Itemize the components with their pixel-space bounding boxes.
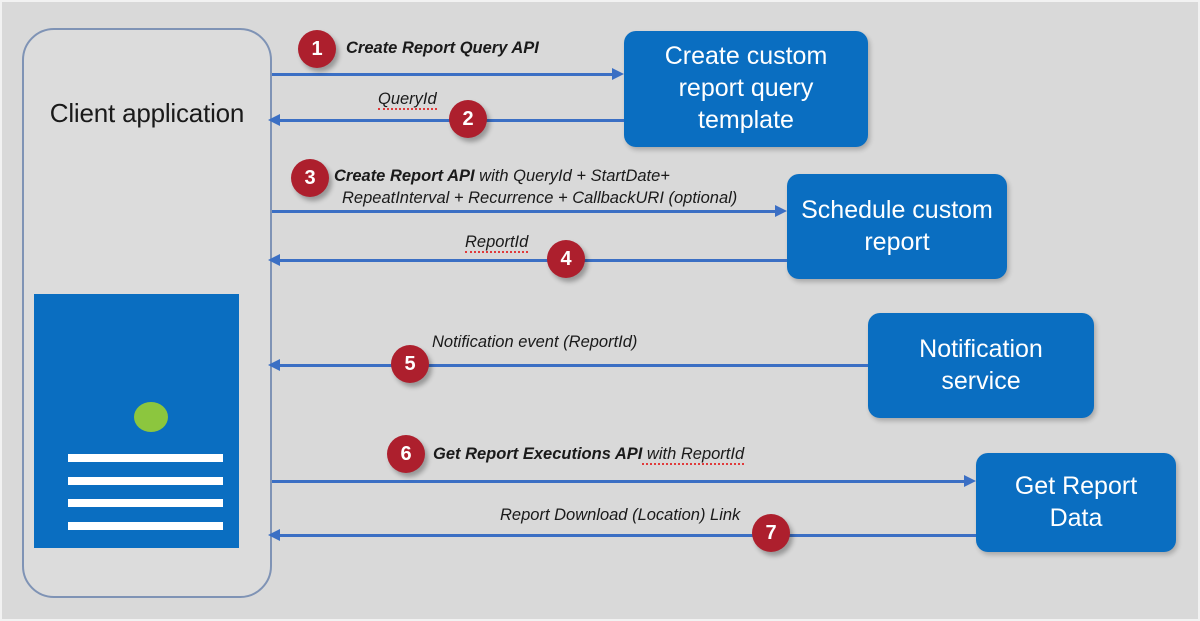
step-badge-5: 5	[391, 345, 429, 383]
arrow-label-step-1-bold: Create Report Query API	[346, 39, 539, 57]
report-text-line	[68, 454, 223, 462]
service-box-create-query-template[interactable]: Create custom report query template	[624, 31, 868, 147]
step-badge-2: 2	[449, 100, 487, 138]
arrow-head-step-6	[964, 475, 976, 487]
arrow-label-step-5-text: Notification event (ReportId)	[432, 333, 638, 351]
arrow-line-step-4	[280, 259, 787, 262]
arrow-head-step-4	[268, 254, 280, 266]
arrow-label-step-6: Get Report Executions API with ReportId	[433, 443, 745, 465]
arrow-label-step-2-text: QueryId	[378, 90, 437, 110]
arrow-line-step-3	[272, 210, 777, 213]
service-box-schedule-custom-report[interactable]: Schedule custom report	[787, 174, 1007, 279]
step-badge-4: 4	[547, 240, 585, 278]
service-box-notification-service[interactable]: Notification service	[868, 313, 1094, 418]
arrow-head-step-1	[612, 68, 624, 80]
arrow-head-step-3	[775, 205, 787, 217]
step-badge-3: 3	[291, 159, 329, 197]
step-badge-1: 1	[298, 30, 336, 68]
report-text-line	[68, 522, 223, 530]
step-badge-7: 7	[752, 514, 790, 552]
report-text-line	[68, 477, 223, 485]
report-status-dot-icon	[134, 402, 168, 432]
arrow-label-step-4-text: ReportId	[465, 233, 529, 253]
client-application-title: Client application	[49, 98, 245, 128]
arrow-label-step-3-bold: Create Report API	[334, 167, 475, 185]
arrow-label-step-2: QueryId	[378, 88, 437, 110]
arrow-line-step-5	[280, 364, 868, 367]
arrow-label-step-6-rest: with ReportId	[642, 445, 745, 465]
arrow-head-step-5	[268, 359, 280, 371]
arrow-head-step-7	[268, 529, 280, 541]
arrow-label-step-3: Create Report API with QueryId + StartDa…	[334, 165, 737, 210]
arrow-label-step-1: Create Report Query API	[346, 37, 539, 59]
arrow-label-step-6-bold: Get Report Executions API	[433, 445, 643, 463]
arrow-label-step-3-line2: RepeatInterval + Recurrence + CallbackUR…	[342, 189, 738, 208]
arrow-label-step-5: Notification event (ReportId)	[432, 331, 637, 353]
step-badge-6: 6	[387, 435, 425, 473]
arrow-line-step-6	[272, 480, 966, 483]
arrow-head-step-2	[268, 114, 280, 126]
arrow-label-step-3-rest: with QueryId + StartDate+	[474, 167, 670, 185]
arrow-line-step-7	[280, 534, 976, 537]
arrow-line-step-1	[272, 73, 614, 76]
arrow-label-step-7-text: Report Download (Location) Link	[500, 506, 741, 524]
arrow-label-step-7: Report Download (Location) Link	[500, 504, 740, 526]
report-text-line	[68, 499, 223, 507]
arrow-label-step-4: ReportId	[465, 231, 529, 253]
service-box-get-report-data[interactable]: Get Report Data	[976, 453, 1176, 552]
